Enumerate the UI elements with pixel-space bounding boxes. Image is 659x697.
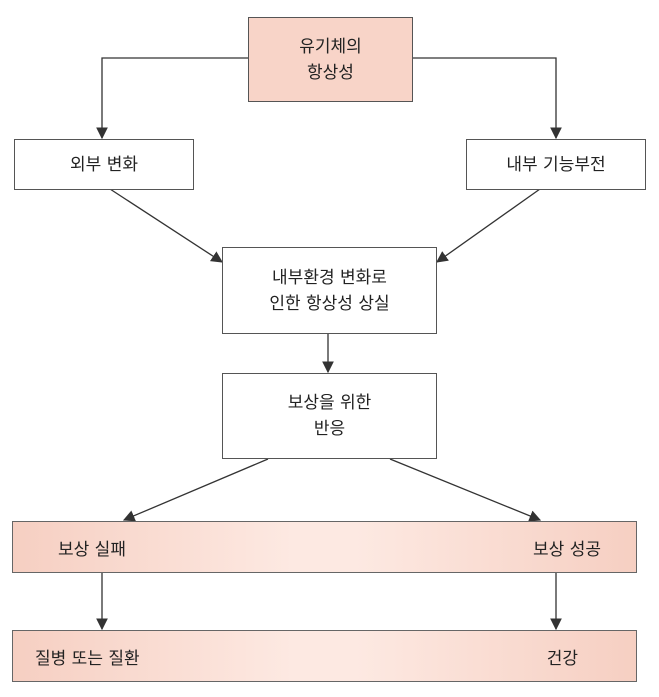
node-homeostasis: 유기체의 항상성	[248, 17, 413, 102]
node-homeostasis-loss: 내부환경 변화로 인한 항상성 상실	[222, 247, 437, 334]
node-internal-dysfunction-label: 내부 기능부전	[506, 154, 606, 175]
node-homeostasis-line2: 항상성	[307, 62, 354, 83]
arrow-homeostasis-to-external	[96, 57, 248, 140]
node-homeostasis-line1: 유기체의	[299, 36, 362, 57]
disease-label: 질병 또는 질환	[35, 648, 140, 669]
compensation-failure-label: 보상 실패	[58, 539, 126, 560]
compensation-success-label: 보상 성공	[533, 539, 601, 560]
node-compensation-line2: 반응	[313, 419, 346, 439]
arrow-compensation-to-success	[389, 458, 542, 522]
node-compensation-line1: 보상을 위한	[287, 393, 372, 413]
health-label: 건강	[546, 648, 578, 669]
outcome-bar: 보상 실패 보상 성공	[12, 521, 637, 573]
node-loss-line1: 내부환경 변화로	[272, 267, 387, 288]
node-compensation: 보상을 위한 반응	[222, 373, 437, 459]
arrow-external-to-loss	[109, 188, 223, 263]
node-internal-dysfunction: 내부 기능부전	[466, 139, 646, 190]
node-external-change-label: 외부 변화	[70, 154, 138, 175]
arrow-homeostasis-to-internal	[413, 57, 562, 140]
node-loss-line2: 인한 항상성 상실	[269, 293, 390, 314]
node-external-change: 외부 변화	[14, 139, 194, 190]
arrow-internal-to-loss	[436, 188, 541, 263]
result-bar: 질병 또는 질환 건강	[12, 630, 637, 682]
arrow-compensation-to-fail	[122, 458, 269, 522]
